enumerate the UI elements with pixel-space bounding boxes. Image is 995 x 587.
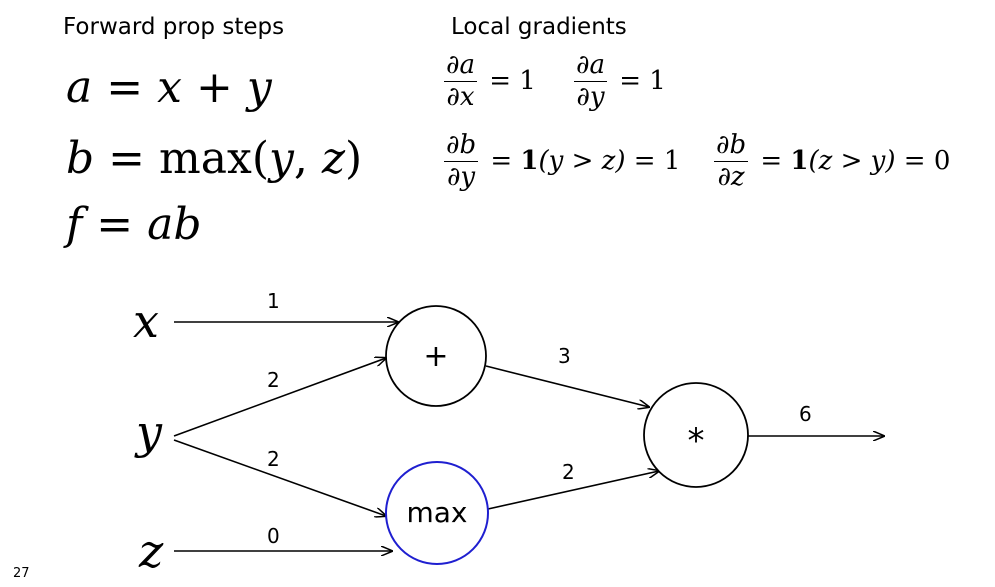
multiply-node: * <box>643 382 749 488</box>
edge-value-z-max: 0 <box>267 524 280 548</box>
equation-b: b = max(y, z) <box>66 133 363 184</box>
max-node-label: max <box>406 496 467 529</box>
gradient-da-dx: ∂a∂x = 1 <box>444 50 536 113</box>
edge-value-x-plus: 1 <box>267 289 280 313</box>
edge-max-to-mul <box>487 471 659 510</box>
gradient-db-dz: ∂b∂z = 1(z > y) = 0 <box>714 130 951 193</box>
edge-value-y-plus: 2 <box>267 368 280 392</box>
slide-number: 27 <box>13 566 30 581</box>
edge-value-output: 6 <box>799 402 812 426</box>
local-gradients-heading: Local gradients <box>451 14 627 40</box>
forward-heading: Forward prop steps <box>63 14 285 40</box>
gradient-db-dy: ∂b∂y = 1(y > z) = 1 <box>444 130 681 193</box>
gradient-da-dy: ∂a∂y = 1 <box>574 50 666 113</box>
equation-a: a = x + y <box>66 62 272 113</box>
equation-f: f = ab <box>66 199 202 250</box>
multiply-node-label: * <box>688 421 705 461</box>
edge-y-to-max <box>173 439 386 516</box>
plus-node-label: + <box>423 339 448 374</box>
plus-node: + <box>385 305 487 407</box>
edge-plus-to-mul <box>485 365 649 407</box>
input-z-label: z <box>138 524 164 578</box>
edge-value-plus-mul: 3 <box>558 344 571 368</box>
input-x-label: x <box>133 294 159 348</box>
edge-value-y-max: 2 <box>267 447 280 471</box>
input-y-label: y <box>134 405 163 459</box>
max-node: max <box>385 461 489 565</box>
edge-value-max-mul: 2 <box>562 460 575 484</box>
edge-y-to-plus <box>173 358 386 437</box>
